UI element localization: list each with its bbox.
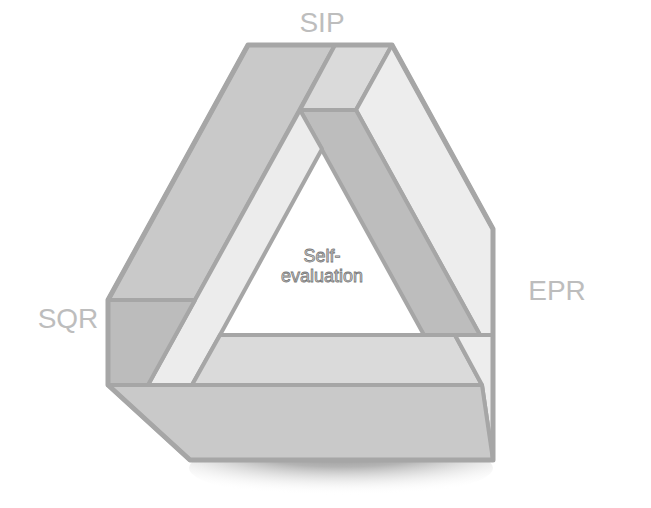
right-inner-face: [300, 110, 480, 335]
outer-outline: [108, 45, 493, 460]
centre-label-box: Self- evaluation: [272, 246, 372, 286]
vertex-label: SIP: [299, 7, 344, 38]
vertex-label: EPR: [528, 275, 586, 306]
vertex-label: SQR: [38, 303, 99, 334]
vertex-label-box: SIP: [299, 7, 344, 38]
vertex-label-box: EPR: [528, 275, 586, 306]
vertex-label-box: SQR: [38, 303, 99, 334]
centre-label: Self- evaluation: [272, 246, 372, 286]
bottom-inner-face: [192, 335, 482, 385]
left-end-block: [108, 300, 195, 385]
bottom-outer-face: [108, 385, 493, 460]
